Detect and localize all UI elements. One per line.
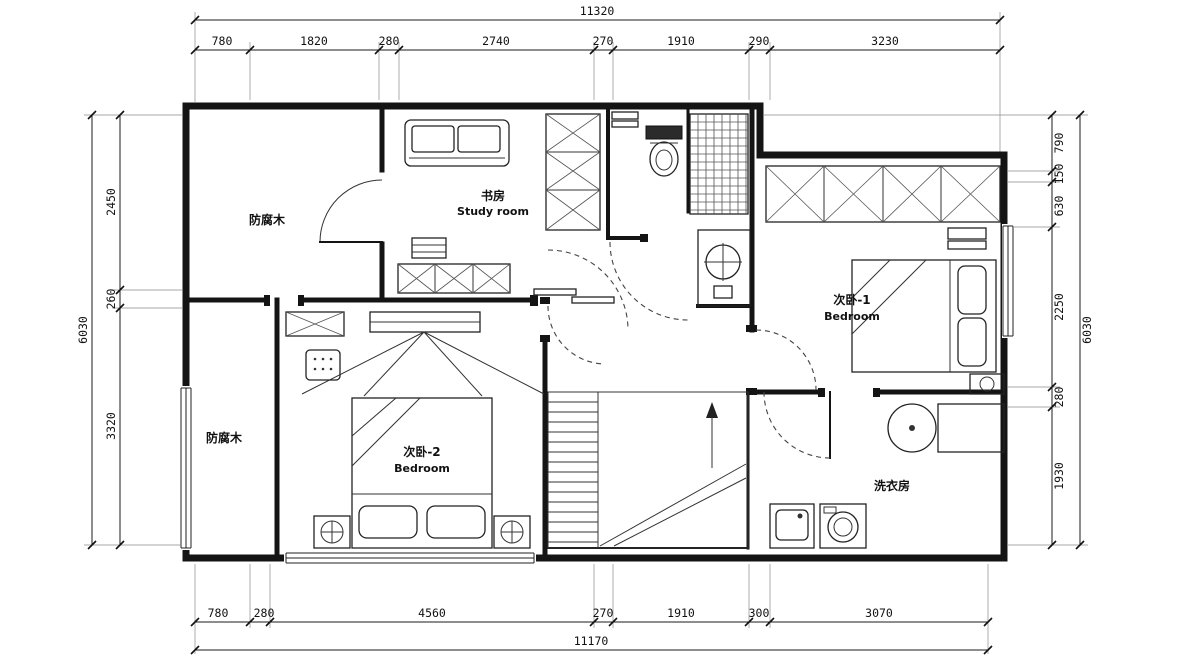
dim-bottom-seg-0: 780: [208, 606, 229, 620]
dim-top-seg-3: 2740: [482, 34, 510, 48]
dim-top-seg-1: 1820: [300, 34, 328, 48]
dim-top-seg-5: 1910: [667, 34, 695, 48]
nightstand2-right: [493, 515, 531, 549]
door-swing-hall-2: [547, 249, 629, 331]
room-label-study-cn: 书房: [481, 188, 505, 203]
laundry-fixtures: [769, 403, 1005, 549]
bed2: [351, 397, 493, 549]
dim-right-seg-4: 280: [1052, 387, 1066, 408]
door-swing-bedroom2: [547, 305, 605, 365]
windows: [180, 224, 1014, 564]
shower-hatch: [689, 113, 749, 215]
laundry-sink: [769, 503, 815, 549]
bed1: [851, 259, 997, 373]
dim-bottom-seg-4: 1910: [667, 606, 695, 620]
dim-top-total: 11320: [580, 4, 615, 18]
dimension-chain-top: 11320 780 1820 280 2740 270 1910 290 323…: [190, 4, 1005, 152]
room-labels: 防腐木 书房 Study room 次卧-1 Bedroom 防腐木 次卧-2 …: [206, 188, 910, 493]
dim-bottom-seg-2: 4560: [418, 606, 446, 620]
study-wardrobe: [545, 113, 601, 231]
doors: [319, 179, 831, 459]
room-label-laundry: 洗衣房: [874, 478, 910, 493]
door-swing-laundry: [763, 391, 831, 459]
dim-top-seg-6: 290: [749, 34, 770, 48]
bedroom1-furniture: [765, 165, 1005, 395]
sliding-door-leaf-b: [571, 296, 615, 304]
dim-top-seg-4: 270: [593, 34, 614, 48]
dim-top-seg-7: 3230: [871, 34, 899, 48]
nightstand1: [969, 373, 1005, 395]
sofa: [404, 119, 510, 167]
dim-left-seg-2: 3320: [104, 412, 118, 440]
ceiling-projection-lines: [301, 331, 545, 397]
room-label-bedroom2-en: Bedroom: [394, 462, 450, 475]
room-label-deck-bottom: 防腐木: [206, 430, 243, 445]
dim-bottom-seg-5: 300: [749, 606, 770, 620]
dim-bottom-total: 11170: [574, 634, 609, 648]
dim-left-total: 6030: [76, 316, 90, 344]
bedroom1-wardrobe: [765, 165, 1001, 223]
dim-right-seg-0: 790: [1052, 133, 1066, 154]
dim-left-seg-1: 260: [104, 289, 118, 310]
storage-bench: [397, 263, 511, 294]
door-swing-hall-1: [609, 241, 689, 321]
sliding-door-leaf-a: [533, 288, 577, 296]
dresser: [285, 311, 345, 337]
dim-right-seg-1: 150: [1052, 164, 1066, 185]
side-table: [411, 237, 447, 259]
dim-top-seg-2: 280: [379, 34, 400, 48]
stool: [305, 349, 341, 381]
dim-right-seg-2: 630: [1052, 196, 1066, 217]
room-label-bedroom1-cn: 次卧-1: [833, 292, 870, 307]
washing-machine-icon: [819, 503, 867, 549]
study-furniture: [397, 113, 601, 294]
dim-bottom-seg-3: 270: [593, 606, 614, 620]
stairs: [547, 391, 749, 549]
dim-left-seg-0: 2450: [104, 188, 118, 216]
room-label-bedroom1-en: Bedroom: [824, 310, 880, 323]
dim-right-seg-3: 2250: [1052, 293, 1066, 321]
bedroom2-furniture: [285, 311, 545, 549]
nightstand2-left: [313, 515, 351, 549]
toilet-icon: [645, 125, 683, 177]
door-swing-bedroom1: [755, 329, 817, 391]
basin-icon: [697, 229, 751, 307]
dimension-chain-right: 6030 790 150 630 2250 280 1930: [764, 110, 1094, 550]
tv-stand: [369, 311, 481, 333]
dimension-chain-left: 6030 2450 260 3320: [76, 110, 182, 550]
deck-door-arc: [319, 179, 383, 243]
room-label-bedroom2-cn: 次卧-2: [403, 444, 440, 459]
room-label-study-en: Study room: [457, 205, 529, 218]
room-label-deck-top: 防腐木: [249, 212, 286, 227]
dim-right-seg-5: 1930: [1052, 462, 1066, 490]
dim-top-seg-0: 780: [212, 34, 233, 48]
bathroom-fixtures: [611, 111, 751, 307]
dim-right-total: 6030: [1080, 316, 1094, 344]
laundry-table: [887, 403, 1005, 453]
stairs-up-arrow: [706, 402, 718, 418]
dimension-chain-bottom: 11170 780 280 4560 270 1910 300 3070: [190, 564, 993, 655]
dim-bottom-seg-6: 3070: [865, 606, 893, 620]
dim-bottom-seg-1: 280: [254, 606, 275, 620]
